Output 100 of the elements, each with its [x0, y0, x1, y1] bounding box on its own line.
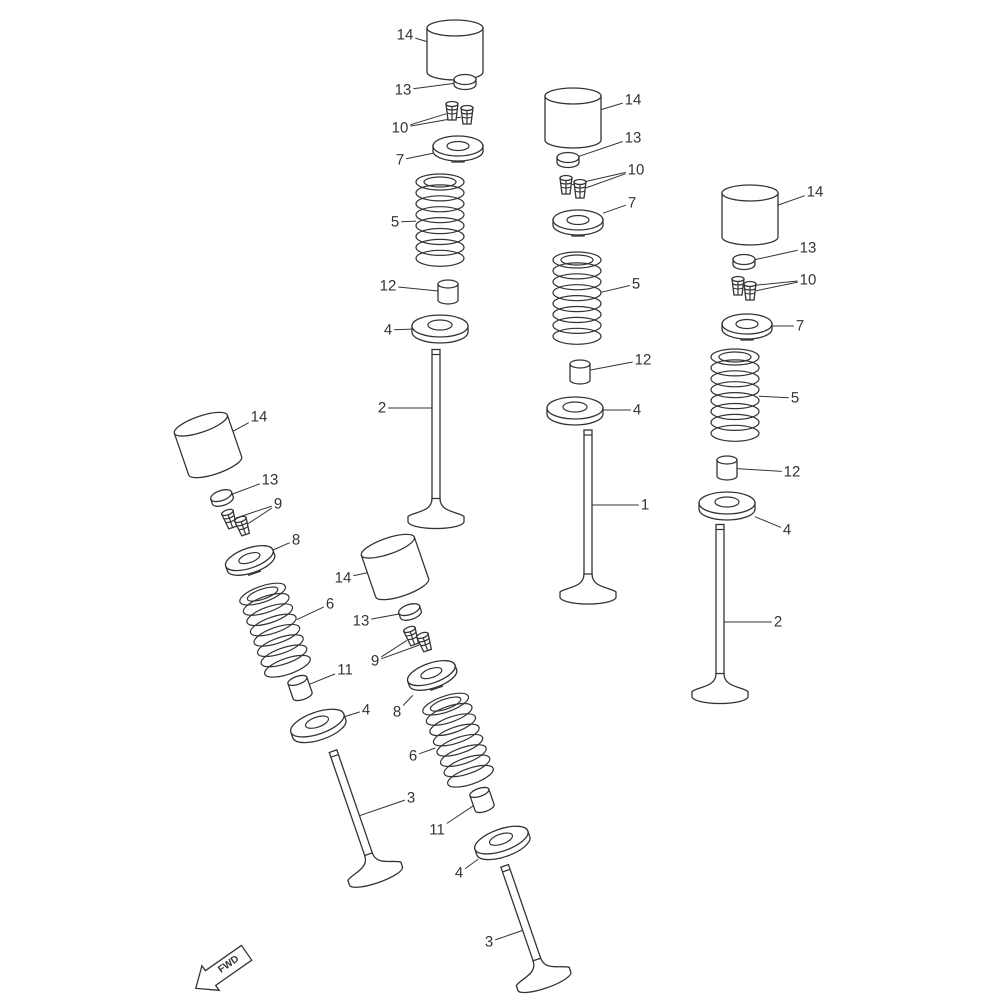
callout-number: 9 [274, 496, 282, 512]
callout-number: 10 [800, 272, 816, 288]
stem-seal [569, 359, 591, 385]
callout-number: 6 [326, 596, 334, 612]
leader-line [412, 82, 454, 90]
callout-number: 2 [378, 400, 386, 416]
leader-line [736, 468, 782, 472]
callout-number: 11 [429, 822, 445, 838]
leader-line [359, 800, 406, 816]
leader-line [232, 422, 250, 432]
leader-line [394, 328, 412, 330]
valve-lifter [544, 87, 602, 149]
leader-line [344, 711, 360, 718]
spring-seat [698, 491, 756, 521]
leader-line [754, 516, 782, 528]
valve-cotter [234, 516, 250, 537]
spring-retainer [224, 545, 276, 576]
callout-number: 4 [362, 702, 370, 718]
leader-line [380, 644, 420, 660]
callout-number: 12 [634, 352, 652, 368]
valve [691, 524, 749, 704]
callout-number: 7 [396, 152, 404, 168]
valve-lifter [426, 19, 484, 81]
valve-cotter [731, 276, 745, 296]
stem-seal [437, 279, 459, 305]
callout-number: 8 [392, 704, 402, 720]
spring-retainer [406, 660, 458, 691]
valve [328, 749, 404, 888]
leader-line [586, 173, 626, 188]
valve-spring [422, 692, 494, 788]
leader-line [410, 116, 462, 127]
leader-line [778, 195, 806, 206]
callout-number: 14 [396, 28, 414, 42]
valve-spring [710, 348, 760, 442]
valve-cotter [445, 100, 459, 121]
leader-line [272, 542, 290, 550]
leader-line [446, 805, 474, 824]
callout-number: 5 [632, 276, 640, 292]
callout-number: 7 [796, 318, 804, 334]
callout-number: 13 [624, 130, 642, 146]
leader-line [602, 204, 626, 214]
callout-number: 14 [250, 410, 268, 424]
callout-number: 12 [380, 278, 396, 294]
leader-line [398, 286, 438, 292]
callout-number: 10 [628, 162, 644, 178]
callout-number: 1 [640, 498, 650, 512]
leader-line [494, 930, 524, 940]
leader-line [402, 694, 414, 706]
callout-number: 10 [392, 120, 408, 136]
valve-spring [239, 582, 311, 678]
leader-line [400, 220, 416, 222]
valve-cotter [460, 104, 474, 125]
valve [500, 864, 572, 994]
callout-number: 4 [454, 866, 464, 880]
valve-cotter [743, 280, 757, 301]
spring-retainer [552, 209, 604, 237]
callout-number: 13 [352, 614, 370, 628]
stem-seal [469, 786, 495, 814]
callout-number: 4 [632, 402, 642, 418]
valve-cotter [220, 508, 238, 530]
valve [407, 348, 465, 530]
spring-retainer [721, 313, 773, 341]
leader-line [758, 396, 790, 398]
callout-number: 7 [628, 196, 636, 210]
valve-spring [552, 251, 602, 345]
leader-line [248, 508, 272, 524]
valve-cotter [416, 632, 432, 653]
spring-retainer [432, 135, 484, 163]
valve-cotter [559, 174, 573, 195]
callout-number: 6 [408, 748, 418, 764]
leader-line [754, 250, 798, 260]
adjusting-shim [398, 603, 422, 621]
leader-line [756, 282, 798, 292]
spring-seat [474, 826, 531, 860]
valve-lifter [360, 534, 430, 600]
leader-line [592, 504, 640, 506]
leader-line [370, 614, 400, 620]
leader-line [406, 152, 434, 160]
leader-line [414, 38, 428, 42]
callout-number: 4 [384, 322, 392, 338]
leader-line [296, 606, 324, 620]
callout-number: 5 [790, 390, 800, 406]
leader-line [235, 506, 272, 519]
callout-number: 14 [334, 570, 352, 586]
callout-number: 4 [782, 522, 792, 538]
callout-number: 9 [370, 654, 380, 668]
direction-label: FWD [216, 954, 242, 976]
valve-lifter [721, 184, 779, 246]
leader-line [418, 748, 436, 754]
callout-number: 13 [262, 472, 278, 488]
leader-line [380, 640, 408, 658]
callout-number: 8 [292, 532, 300, 548]
spring-seat [546, 396, 604, 426]
valve [559, 429, 617, 605]
callout-number: 13 [394, 82, 412, 98]
adjusting-shim [556, 152, 580, 168]
valve-cotter [402, 626, 420, 647]
leader-line [352, 572, 368, 576]
adjusting-shim [732, 254, 756, 270]
spring-seat [411, 314, 469, 344]
